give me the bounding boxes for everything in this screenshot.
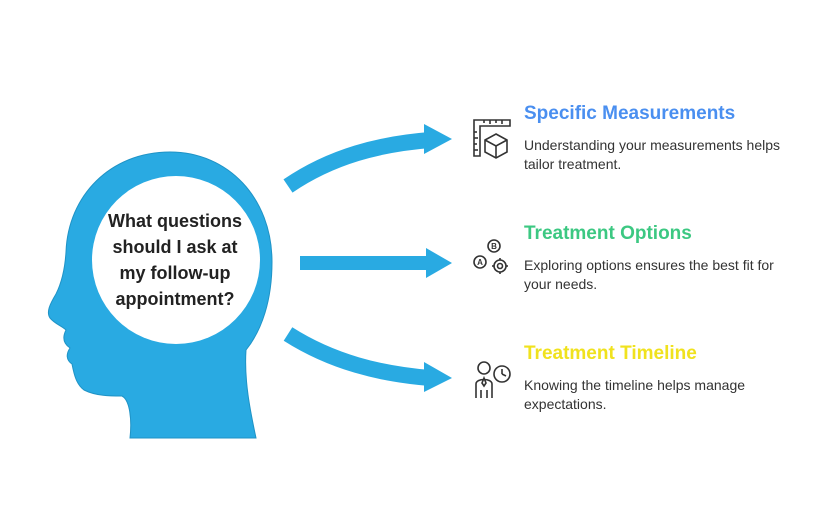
ruler-box-icon — [473, 119, 511, 159]
item-treatment-timeline: Treatment Timeline Knowing the timeline … — [470, 342, 810, 422]
item-specific-measurements: Specific Measurements Understanding your… — [470, 102, 810, 182]
options-abc-icon: B A — [473, 239, 508, 274]
item-title: Treatment Options — [524, 223, 692, 244]
center-question: What questions should I ask at my follow… — [108, 211, 242, 309]
svg-text:A: A — [477, 258, 483, 267]
item-description: Understanding your measurements helps ta… — [524, 137, 781, 172]
person-clock-icon — [475, 361, 511, 398]
arrow-to-measurements — [283, 124, 452, 193]
item-title: Treatment Timeline — [524, 343, 697, 364]
item-description: Exploring options ensures the best fit f… — [524, 257, 774, 292]
arrow-to-options — [300, 248, 452, 278]
item-treatment-options: B A Treatment Options Exploring options … — [470, 222, 810, 302]
svg-text:B: B — [491, 242, 497, 251]
item-description: Knowing the timeline helps manage expect… — [524, 377, 746, 412]
item-title: Specific Measurements — [524, 103, 736, 124]
arrow-to-timeline — [283, 327, 452, 392]
head-inner-circle — [92, 176, 260, 344]
